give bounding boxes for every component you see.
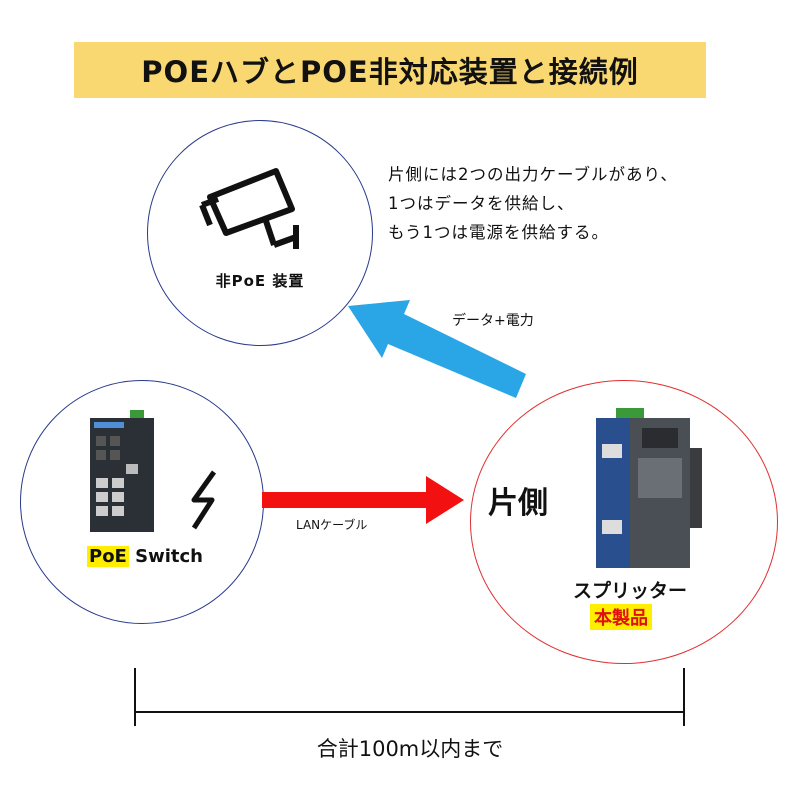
security-camera-icon bbox=[199, 168, 299, 249]
data-power-arrow bbox=[348, 300, 526, 398]
poe-switch-device-icon bbox=[90, 410, 154, 532]
poe-highlight-text: PoE bbox=[87, 546, 129, 567]
description-line: 片側には2つの出力ケーブルがあり、 bbox=[388, 165, 678, 184]
non-poe-device-circle bbox=[147, 120, 373, 346]
distance-label: 合計100m以内まで bbox=[316, 737, 504, 761]
splitter-device-icon bbox=[596, 408, 702, 568]
lan-cable-arrow bbox=[262, 476, 464, 524]
data-power-label: データ+電力 bbox=[452, 313, 534, 329]
distance-bracket bbox=[134, 668, 685, 726]
lan-cable-label: LANケーブル bbox=[296, 518, 368, 532]
product-badge: 本製品 bbox=[590, 604, 652, 630]
page-title: POEハブとPOE非対応装置と接続例 bbox=[141, 55, 639, 89]
description-line: 1つはデータを供給し、 bbox=[388, 194, 575, 213]
switch-text: Switch bbox=[128, 546, 203, 567]
side-label: 片側 bbox=[488, 486, 548, 521]
splitter-description: 片側には2つの出力ケーブルがあり、 1つはデータを供給し、 もう1つは電源を供給… bbox=[388, 160, 788, 247]
description-line: もう1つは電源を供給する。 bbox=[388, 223, 610, 242]
title-banner: POEハブとPOE非対応装置と接続例 bbox=[74, 42, 706, 98]
lightning-icon bbox=[191, 470, 217, 530]
poe-switch-label: PoE Switch bbox=[40, 546, 250, 567]
splitter-name: スプリッター bbox=[572, 580, 687, 602]
non-poe-device-label: 非PoE 装置 bbox=[215, 272, 305, 290]
